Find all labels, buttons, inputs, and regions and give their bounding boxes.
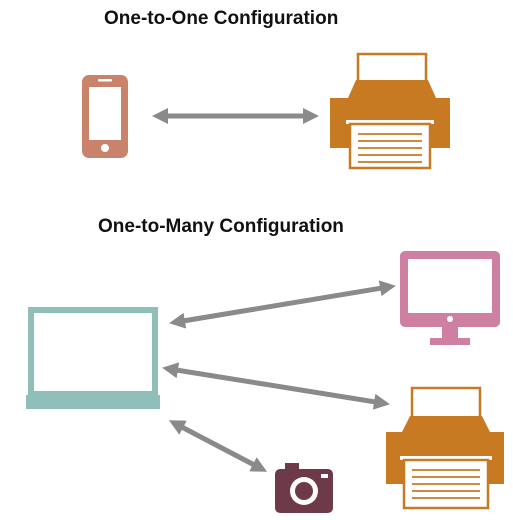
smartphone-icon [82, 75, 128, 158]
laptop-icon [26, 307, 160, 409]
arrow-laptop-monitor [169, 280, 396, 329]
arrow-laptop-camera [168, 420, 268, 472]
one-to-one-title: One-to-One Configuration [104, 8, 339, 29]
monitor-icon [400, 251, 500, 345]
printer-icon [386, 386, 504, 510]
arrow-laptop-printer [162, 362, 390, 410]
printer-icon [330, 52, 450, 170]
one-to-many-title: One-to-Many Configuration [98, 216, 344, 237]
camera-icon [275, 463, 333, 513]
